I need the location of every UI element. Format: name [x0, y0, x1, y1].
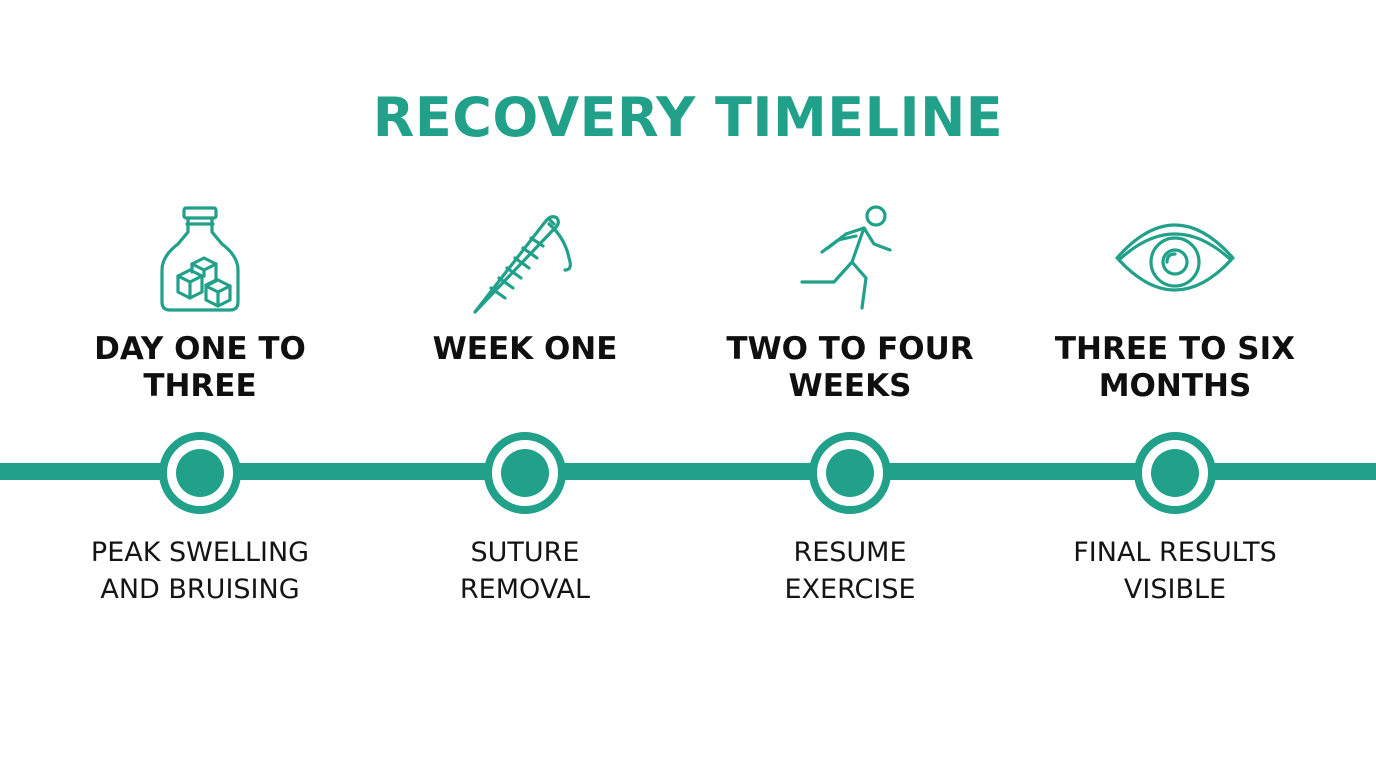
- stage-description: RESUME EXERCISE: [784, 537, 916, 605]
- timeline-stage-2: WEEK ONE SUTURE REMOVAL: [365, 0, 685, 768]
- timeline-marker-dot: [1151, 449, 1199, 497]
- stage-description: SUTURE REMOVAL: [459, 537, 591, 605]
- timeline-marker: [809, 432, 891, 514]
- stage-description: FINAL RESULTS VISIBLE: [1073, 537, 1277, 605]
- timeline-marker-dot: [826, 449, 874, 497]
- running-person-icon: [790, 200, 910, 320]
- stage-description: PEAK SWELLING AND BRUISING: [90, 537, 310, 605]
- page-title: RECOVERY TIMELINE: [372, 86, 1004, 149]
- stage-title: DAY ONE TO THREE: [94, 331, 306, 404]
- timeline-stage-1: DAY ONE TO THREE PEAK SWELLING AND BRUIS…: [40, 0, 360, 768]
- timeline-marker-dot: [501, 449, 549, 497]
- timeline-marker: [159, 432, 241, 514]
- timeline-marker: [1134, 432, 1216, 514]
- eye-icon: [1115, 200, 1235, 320]
- timeline-stage-4: THREE TO SIX MONTHS FINAL RESULTS VISIBL…: [1015, 0, 1335, 768]
- stage-title: TWO TO FOUR WEEKS: [726, 331, 974, 404]
- timeline-marker-dot: [176, 449, 224, 497]
- suture-needle-icon: [465, 200, 585, 320]
- stage-title: WEEK ONE: [432, 331, 618, 367]
- stage-title: THREE TO SIX MONTHS: [1054, 331, 1296, 404]
- timeline-stage-3: TWO TO FOUR WEEKS RESUME EXERCISE: [690, 0, 1010, 768]
- ice-jar-icon: [140, 200, 260, 320]
- timeline-line: [0, 463, 1376, 480]
- timeline-marker: [484, 432, 566, 514]
